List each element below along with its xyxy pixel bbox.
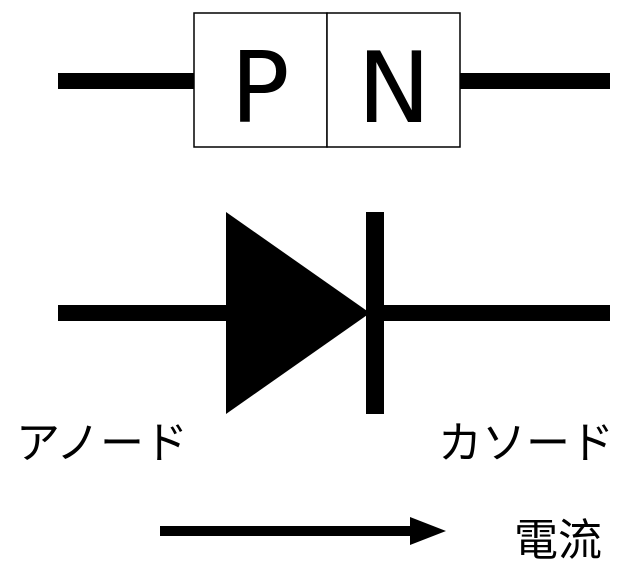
diode-triangle (226, 212, 370, 414)
n-region-label: N (357, 32, 430, 146)
n-region-box (326, 12, 461, 148)
p-region-box (193, 12, 328, 148)
pn-junction: P N (58, 12, 610, 148)
current-label: 電流 (514, 515, 602, 563)
anode-label: アノード (16, 418, 188, 469)
current-arrow (160, 517, 446, 545)
current-arrow-head (410, 517, 446, 545)
p-region-label: P (230, 32, 289, 146)
cathode-label: カソード (438, 418, 614, 469)
diode-symbol (58, 212, 610, 414)
